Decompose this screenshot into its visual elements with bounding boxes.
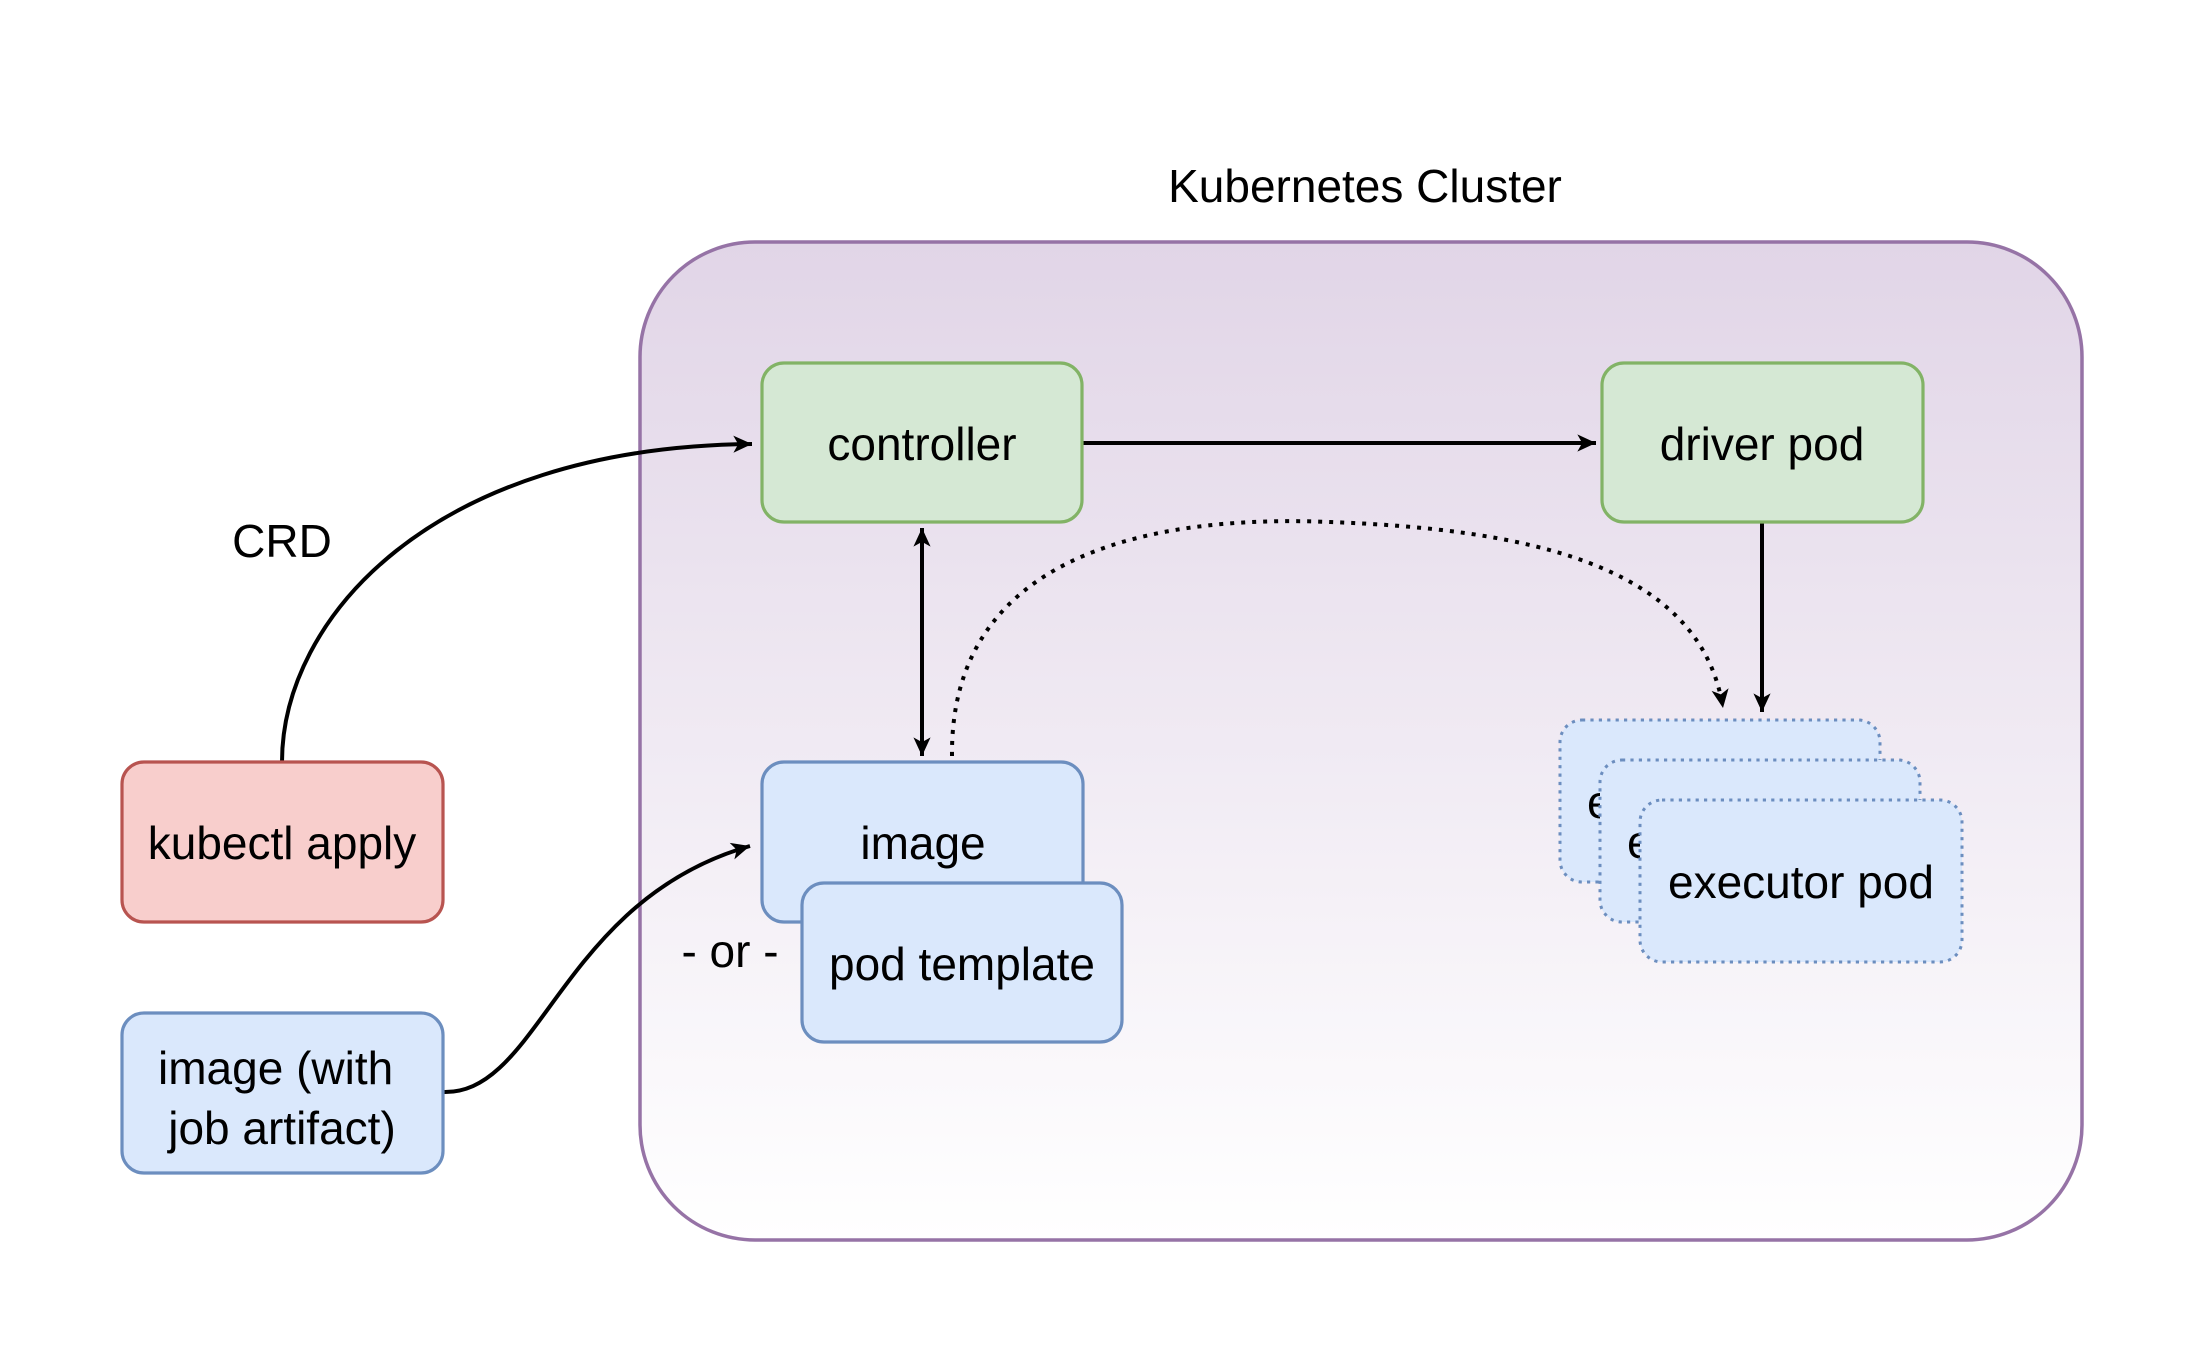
- node-image-label: image: [860, 817, 985, 869]
- job-artifact-label-line2: job artifact): [166, 1102, 396, 1154]
- node-image-with-job-artifact: image (with job artifact): [120, 1011, 445, 1175]
- edge-label-crd: CRD: [232, 515, 332, 567]
- node-image-with-job-artifact-box: [120, 1011, 445, 1175]
- edge-job-image-to-image: [442, 842, 751, 1095]
- node-controller-label: controller: [827, 418, 1016, 470]
- node-executor-pod-1-label: executor pod: [1668, 856, 1934, 908]
- edge-kubectl-apply-to-controller: [280, 435, 753, 763]
- node-pod-template-box: [800, 881, 1124, 1044]
- edge-label-or: - or -: [681, 925, 778, 977]
- node-pod-template-label: pod template: [829, 938, 1095, 990]
- cluster-title: Kubernetes Cluster: [1168, 160, 1562, 212]
- job-artifact-label-line1: image (with: [158, 1042, 393, 1094]
- edge-image-to-executor-pods-dotted: [949, 519, 1729, 757]
- node-kubectl-apply: kubectl apply: [120, 760, 445, 924]
- node-kubectl-apply-box: [120, 760, 445, 924]
- node-kubectl-apply-label: kubectl apply: [148, 817, 417, 869]
- node-driver-pod-box: [1600, 361, 1925, 524]
- node-driver-pod-label: driver pod: [1660, 418, 1865, 470]
- node-pod-template: pod template: [800, 881, 1124, 1044]
- node-executor-pod-1: executor pod: [1638, 798, 1964, 964]
- node-executor-pod-1-box: [1638, 798, 1964, 964]
- node-driver-pod: driver pod: [1600, 361, 1925, 524]
- node-image-with-job-artifact-label: image (with job artifact): [158, 1042, 406, 1154]
- node-controller-box: [760, 361, 1084, 524]
- node-executor-pod-stack: executor pod executor pod executor pod: [1558, 718, 1964, 964]
- node-controller: controller: [760, 361, 1084, 524]
